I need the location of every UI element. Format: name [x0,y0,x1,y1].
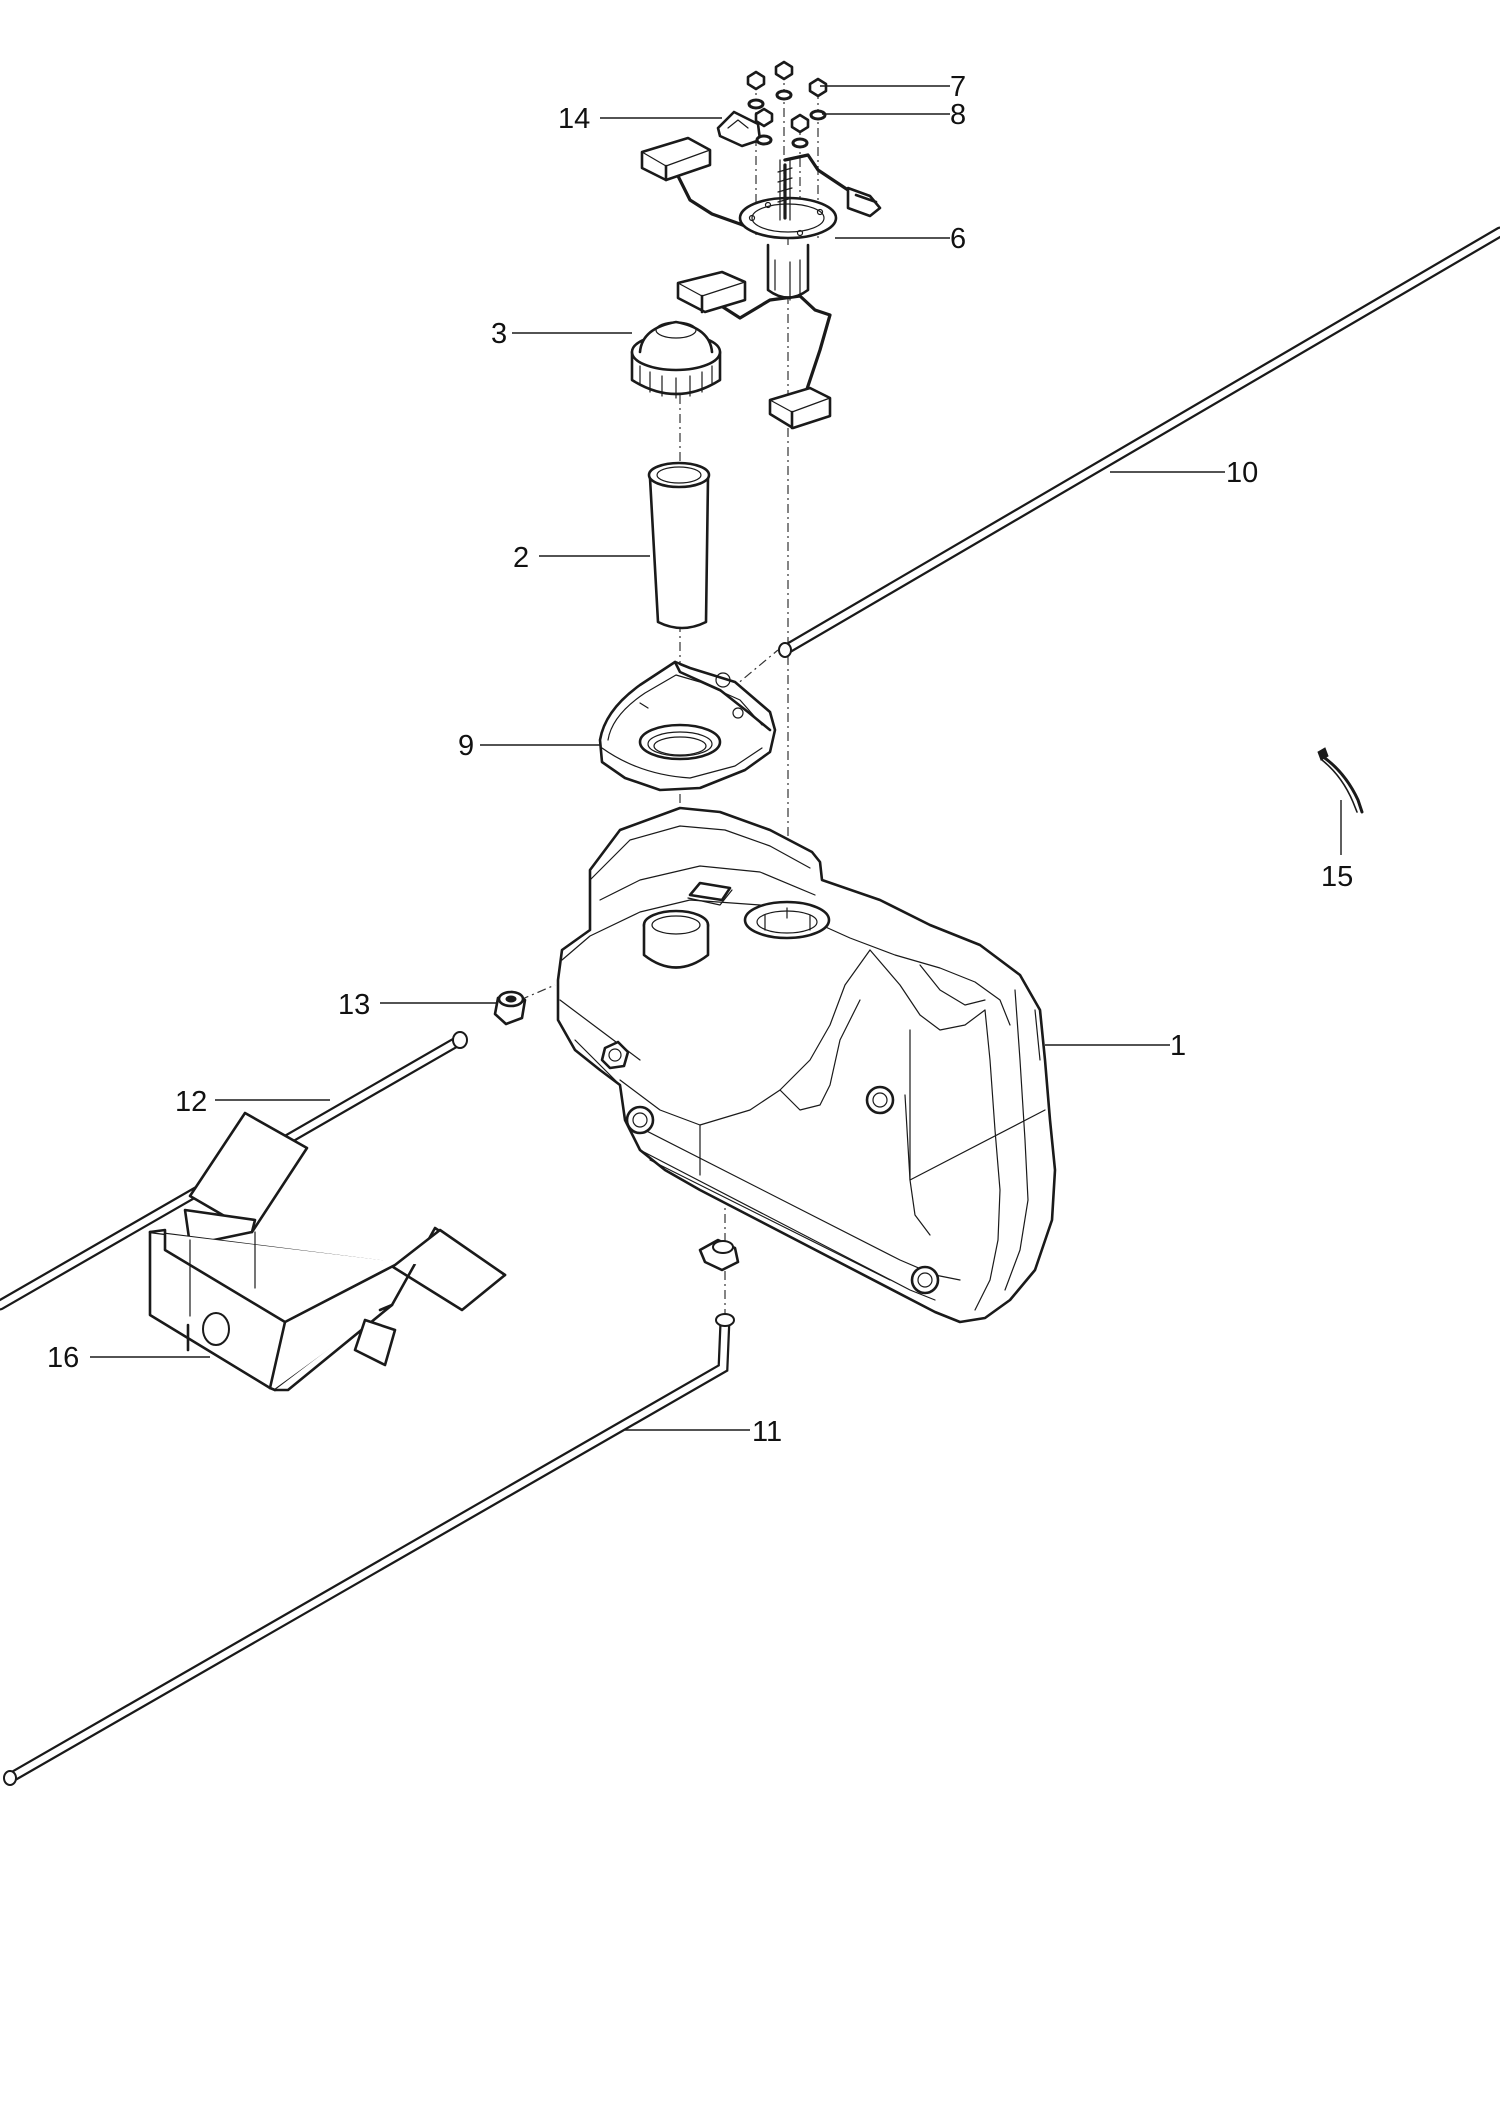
callout-11: 11 [752,1416,782,1448]
callout-14: 14 [558,103,590,135]
callout-10: 10 [1226,457,1258,489]
callout-13: 13 [338,989,370,1021]
callout-8: 8 [950,99,966,131]
callout-3: 3 [491,318,507,350]
leader-lines [90,85,1342,1431]
part-16-mounting-bracket [148,1111,507,1392]
callout-9: 9 [458,730,474,762]
part-2-filler-tube [647,461,711,630]
callout-6: 6 [950,223,966,255]
part-11-drain-hose [3,1313,735,1786]
part-9-tank-cover [598,660,777,792]
callout-1: 1 [1170,1030,1186,1062]
part-3-fuel-cap [630,320,722,399]
part-15-cable-tie [1317,747,1364,814]
drain-clip [698,1238,740,1272]
part-7-nuts [746,60,828,134]
part-8-washers [747,89,827,149]
callout-12: 12 [175,1086,207,1118]
callout-15: 15 [1321,861,1353,893]
callout-16: 16 [47,1342,79,1374]
part-13-hose-fitting [493,990,527,1026]
part-14-clip [716,110,762,148]
part-1-fuel-tank [556,806,1057,1324]
part-10-fuel-hose [778,226,1500,658]
callout-labels: 1 2 3 6 7 8 9 10 11 12 13 14 15 16 [47,71,1353,1448]
callout-2: 2 [513,542,529,574]
callout-7: 7 [950,71,966,103]
part-6-fuel-pump-sender [640,136,882,430]
